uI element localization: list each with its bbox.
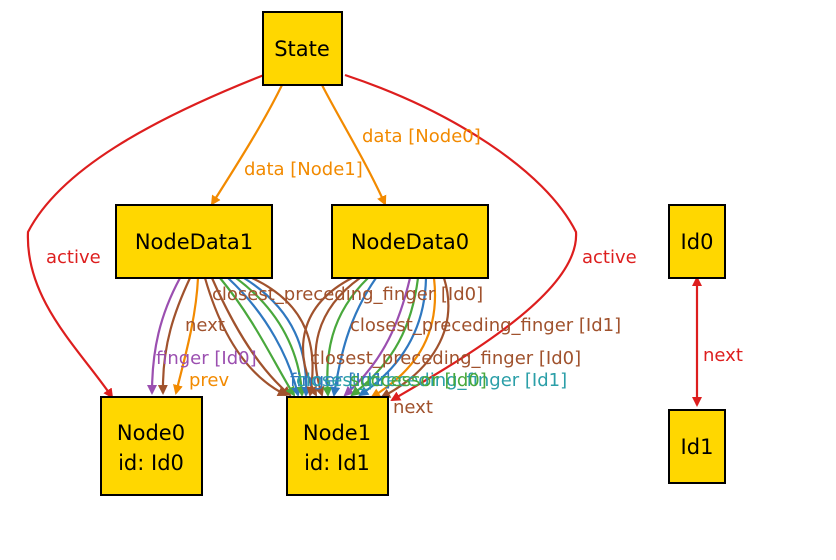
edge-nd0-node1-7 bbox=[358, 277, 428, 397]
node-node0[interactable]: Node0 id: Id0 bbox=[100, 396, 203, 496]
label-finger-id0: finger [Id0] bbox=[156, 348, 257, 369]
edge-finger-id0 bbox=[147, 277, 181, 395]
node-node0-id: id: Id0 bbox=[118, 451, 184, 475]
label-next-nd0: next bbox=[393, 397, 433, 418]
edge-labels: data [Node1] data [Node0] active active … bbox=[46, 126, 743, 418]
label-active-right: active bbox=[582, 247, 637, 268]
edge-nd0-node1-8 bbox=[370, 277, 437, 399]
edge-nd0-node1-6 bbox=[350, 277, 420, 397]
node-node0-title: Node0 bbox=[117, 421, 185, 445]
label-active-left: active bbox=[46, 247, 101, 268]
label-prev: prev bbox=[189, 370, 230, 391]
label-cpf-id1: closest_preceding_finger [Id1] bbox=[350, 315, 621, 336]
edge-nd1-node1-2 bbox=[210, 277, 292, 397]
edge-nd0-node1-1 bbox=[302, 277, 353, 397]
node-state-label: State bbox=[274, 37, 330, 61]
node-id1[interactable]: Id1 bbox=[668, 409, 726, 484]
edge-nd1-node1-6 bbox=[243, 277, 312, 397]
node-id1-label: Id1 bbox=[681, 435, 714, 459]
node-node1-title: Node1 bbox=[303, 421, 371, 445]
label-data-node1: data [Node1] bbox=[244, 159, 363, 180]
label-data-node0: data [Node0] bbox=[362, 126, 481, 147]
node-nodedata0[interactable]: NodeData0 bbox=[331, 204, 489, 279]
edge-nd1-node1-4 bbox=[227, 277, 302, 397]
edge-data-node1 bbox=[210, 84, 283, 206]
label-overlap-3: successor [Id0] bbox=[350, 370, 487, 391]
edge-active-left bbox=[26, 73, 265, 399]
node-state[interactable]: State bbox=[262, 11, 343, 86]
label-cpf-id0-b: closest_preceding_finger [Id0] bbox=[310, 348, 581, 369]
edge-nd0-node1-3 bbox=[322, 277, 369, 397]
label-next-nd1: next bbox=[185, 315, 225, 336]
edge-nd1-node1-1 bbox=[203, 277, 288, 396]
edge-data-node0 bbox=[321, 84, 387, 206]
node-nodedata1-label: NodeData1 bbox=[135, 230, 253, 254]
edge-nd1-node1-5 bbox=[235, 277, 307, 397]
edge-next-nd1-node0 bbox=[157, 277, 191, 395]
node-nodedata0-label: NodeData0 bbox=[351, 230, 469, 254]
label-next-ids: next bbox=[703, 345, 743, 366]
node-nodedata1[interactable]: NodeData1 bbox=[115, 204, 273, 279]
node-id0[interactable]: Id0 bbox=[668, 204, 726, 279]
edge-active-right bbox=[344, 73, 578, 401]
node-node1[interactable]: Node1 id: Id1 bbox=[286, 396, 389, 496]
node-id0-label: Id0 bbox=[681, 230, 714, 254]
edge-nd1-node1-3 bbox=[219, 277, 296, 397]
edge-nd0-node1-5 bbox=[343, 277, 412, 397]
label-overlap-2: closest_preceding_finger [Id1] bbox=[296, 370, 567, 391]
label-cpf-id0-a: closest_preceding_finger [Id0] bbox=[212, 284, 483, 305]
edge-nd0-node1-2 bbox=[314, 277, 361, 397]
node-node1-id: id: Id1 bbox=[304, 451, 370, 475]
edge-prev bbox=[173, 277, 200, 395]
edge-nd0-node1-9 bbox=[380, 277, 450, 398]
label-overlap-1: finger [Id1] bbox=[290, 370, 391, 391]
edges bbox=[26, 73, 702, 407]
edge-nd0-node1-4 bbox=[330, 277, 377, 397]
